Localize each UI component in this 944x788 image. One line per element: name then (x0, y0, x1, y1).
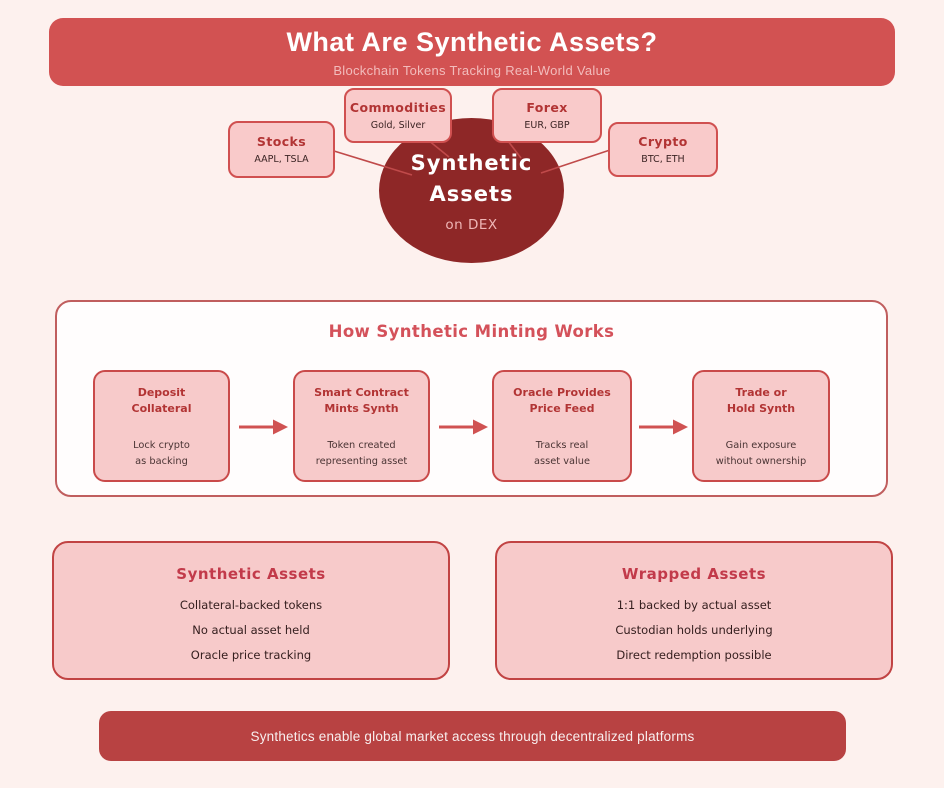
asset-node-subtitle: AAPL, TSLA (254, 154, 309, 165)
hub-title-line1: Synthetic (410, 151, 533, 175)
step-description: Tracks real asset value (534, 440, 590, 467)
minting-step-4: Trade or Hold Synth Gain exposure withou… (692, 370, 830, 482)
flow-arrow-icon (239, 419, 288, 435)
comparison-item: Oracle price tracking (190, 648, 312, 662)
asset-node-commodities: Commodities Gold, Silver (344, 88, 452, 143)
comparison-list: 1:1 backed by actual asset Custodian hol… (497, 593, 891, 668)
comparison-item: No actual asset held (192, 623, 310, 637)
asset-node-title: Stocks (256, 134, 307, 149)
asset-node-title: Crypto (638, 134, 688, 149)
comparison-list: Collateral-backed tokens No actual asset… (54, 593, 448, 668)
step-description: Gain exposure without ownership (715, 440, 807, 467)
comparison-title: Synthetic Assets (176, 565, 326, 583)
step-description: Token created representing asset (315, 440, 408, 467)
minting-step-1: Deposit Collateral Lock crypto as backin… (93, 370, 230, 482)
asset-node-title: Forex (526, 100, 568, 115)
comparison-item: 1:1 backed by actual asset (616, 598, 772, 612)
minting-section-title: How Synthetic Minting Works (328, 322, 615, 341)
step-title: Oracle Provides Price Feed (513, 386, 611, 415)
step-title: Trade or Hold Synth (726, 386, 796, 415)
minting-step-3: Oracle Provides Price Feed Tracks real a… (492, 370, 632, 482)
comparison-item: Direct redemption possible (616, 648, 772, 662)
asset-node-subtitle: EUR, GBP (524, 120, 570, 131)
comparison-item: Custodian holds underlying (615, 623, 773, 637)
asset-node-subtitle: Gold, Silver (370, 120, 426, 131)
footer-banner: Synthetics enable global market access t… (99, 711, 846, 761)
comparison-title: Wrapped Assets (621, 565, 767, 583)
asset-node-stocks: Stocks AAPL, TSLA (228, 121, 335, 178)
header-banner: What Are Synthetic Assets? Blockchain To… (49, 18, 895, 86)
flow-arrow-icon (439, 419, 488, 435)
asset-node-crypto: Crypto BTC, ETH (608, 122, 718, 177)
step-title: Deposit Collateral (131, 386, 192, 415)
hub-caption: on DEX (445, 217, 498, 233)
asset-node-title: Commodities (349, 100, 447, 115)
minting-step-2: Smart Contract Mints Synth Token created… (293, 370, 430, 482)
hub-title: Synthetic Assets (411, 148, 533, 210)
asset-node-forex: Forex EUR, GBP (492, 88, 602, 143)
minting-section: How Synthetic Minting Works Deposit Coll… (55, 300, 888, 497)
comparison-item: Collateral-backed tokens (179, 598, 323, 612)
step-title: Smart Contract Mints Synth (314, 386, 409, 415)
comparison-card-synthetic: Synthetic Assets Collateral-backed token… (52, 541, 450, 680)
footer-text: Synthetics enable global market access t… (250, 728, 695, 744)
page-subtitle: Blockchain Tokens Tracking Real-World Va… (333, 62, 611, 78)
page-title: What Are Synthetic Assets? (286, 26, 658, 57)
step-description: Lock crypto as backing (133, 440, 190, 467)
comparison-card-wrapped: Wrapped Assets 1:1 backed by actual asse… (495, 541, 893, 680)
flow-arrow-icon (639, 419, 688, 435)
asset-node-subtitle: BTC, ETH (641, 154, 685, 165)
hub-title-line2: Assets (429, 182, 514, 206)
